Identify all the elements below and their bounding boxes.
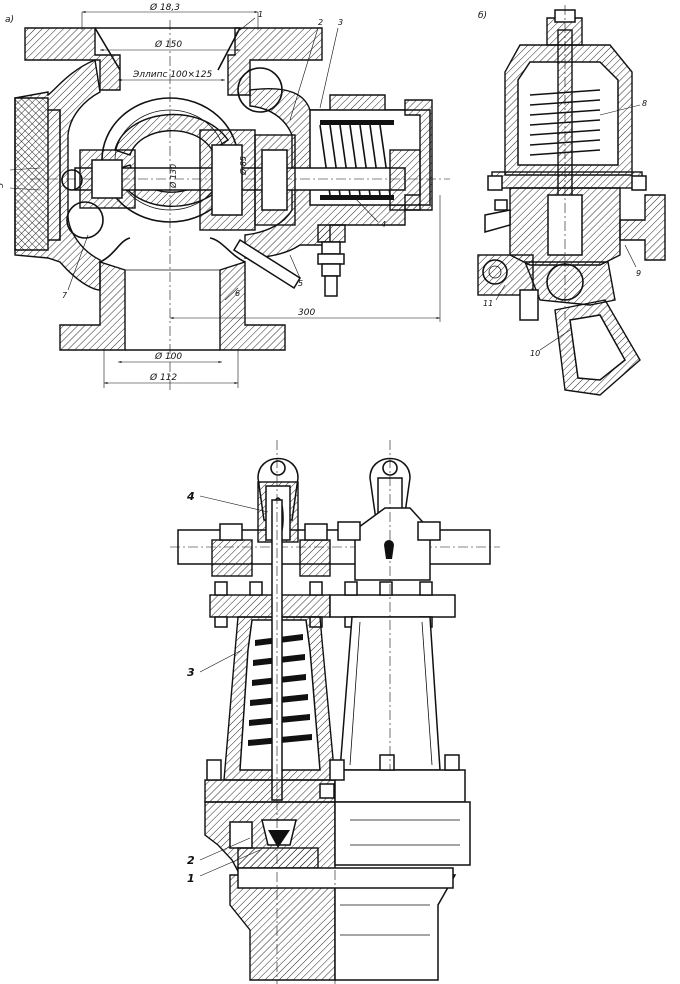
figure-c-safety-valve: 4 3 2 1 <box>170 440 500 984</box>
callout-b-11: 11 <box>483 299 493 308</box>
callout-c-2: 2 <box>187 854 195 867</box>
dim-d2: Ø 85 <box>238 156 248 176</box>
callout-a-3: 3 <box>338 18 343 27</box>
dim-top-outer: Ø 18,3 <box>149 2 180 13</box>
callout-a-7: 7 <box>62 291 68 300</box>
fitting-a <box>317 224 346 297</box>
callout-b-9: 9 <box>636 269 641 278</box>
dim-bottom-inner: Ø 100 <box>154 351 182 362</box>
callout-a-6: 6 <box>235 289 240 298</box>
callout-c-4: 4 <box>186 490 195 503</box>
callout-a-5: 5 <box>298 279 303 288</box>
callout-b-10: 10 <box>530 349 540 358</box>
figure-a-valve-section: а) Ø 18,3 Ø 150 Эллипс 100×125 Ø 130 Ø 8… <box>0 2 450 390</box>
panel-label-b: б) <box>478 11 487 21</box>
dim-angle: 5° <box>0 179 5 188</box>
callout-a-4: 4 <box>381 220 386 229</box>
callout-b-8: 8 <box>642 99 647 108</box>
panel-label-a: а) <box>5 15 14 25</box>
dim-bottom-outer: Ø 112 <box>149 372 177 383</box>
dim-ellipse: Эллипс 100×125 <box>132 70 213 80</box>
callout-a-2: 2 <box>318 18 323 27</box>
callout-a-1: 1 <box>258 10 263 19</box>
callout-c-3: 3 <box>187 666 195 679</box>
bolts-row-lower <box>206 754 460 799</box>
callout-c-1: 1 <box>187 872 195 885</box>
dim-top-inner: Ø 150 <box>154 39 182 50</box>
dim-d1: Ø 130 <box>168 164 178 189</box>
dim-length: 300 <box>298 308 315 318</box>
spring-coils-a <box>319 120 394 200</box>
figure-b-valve-section: б) 8 9 10 11 <box>477 5 666 396</box>
